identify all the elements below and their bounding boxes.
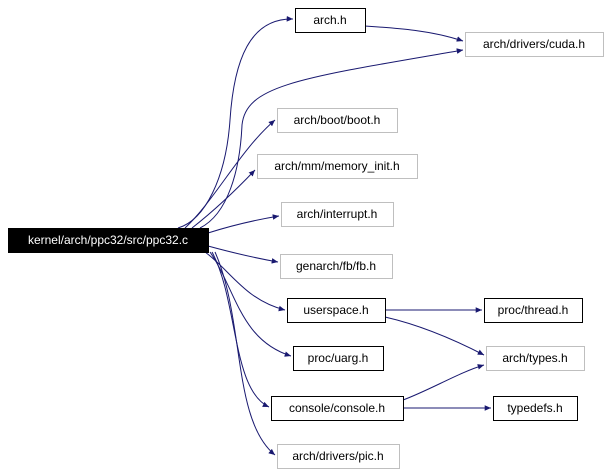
edge-root-to-arch-drivers-pic-h — [214, 251, 276, 456]
node-box-arch-drivers-pic-h — [277, 444, 400, 469]
node-console-console-h[interactable]: console/console.h — [271, 396, 404, 421]
node-label-arch-mm-memory-init-h: arch/mm/memory_init.h — [274, 159, 399, 173]
edge-root-to-arch-h — [177, 16, 294, 229]
node-box-genarch-fb-fb-h — [280, 254, 393, 279]
node-box-userspace-h — [287, 298, 386, 323]
node-box-root — [8, 228, 209, 253]
node-box-proc-uarg-h — [293, 346, 384, 371]
node-arch-boot-boot-h[interactable]: arch/boot/boot.h — [277, 108, 398, 133]
edge-root-to-arch-boot-boot-h — [184, 119, 276, 229]
node-label-proc-thread-h: proc/thread.h — [498, 303, 569, 317]
node-arch-interrupt-h[interactable]: arch/interrupt.h — [281, 202, 394, 227]
node-label-root: kernel/arch/ppc32/src/ppc32.c — [28, 233, 188, 247]
node-root: kernel/arch/ppc32/src/ppc32.c — [8, 228, 209, 253]
node-box-arch-h — [295, 8, 366, 33]
node-arch-drivers-cuda-h[interactable]: arch/drivers/cuda.h — [465, 32, 604, 57]
edge-root-to-userspace-h — [204, 251, 286, 312]
node-proc-thread-h[interactable]: proc/thread.h — [484, 298, 583, 323]
node-label-userspace-h: userspace.h — [303, 303, 368, 317]
edge-userspace-h-to-arch-types-h — [384, 316, 485, 356]
node-box-arch-interrupt-h — [281, 202, 394, 227]
node-label-arch-boot-boot-h: arch/boot/boot.h — [294, 113, 381, 127]
edge-root-to-arch-mm-memory-init-h — [191, 169, 256, 229]
node-arch-mm-memory-init-h[interactable]: arch/mm/memory_init.h — [257, 154, 418, 179]
node-box-typedefs-h — [493, 396, 578, 421]
edge-root-to-arch-interrupt-h — [207, 214, 280, 234]
node-label-console-console-h: console/console.h — [289, 401, 385, 415]
node-label-genarch-fb-fb-h: genarch/fb/fb.h — [296, 259, 376, 273]
node-arch-types-h[interactable]: arch/types.h — [486, 346, 585, 371]
node-genarch-fb-fb-h[interactable]: genarch/fb/fb.h — [280, 254, 393, 279]
node-proc-uarg-h[interactable]: proc/uarg.h — [293, 346, 384, 371]
node-box-arch-mm-memory-init-h — [257, 154, 418, 179]
node-box-proc-thread-h — [484, 298, 583, 323]
node-label-arch-drivers-cuda-h: arch/drivers/cuda.h — [483, 37, 585, 51]
node-box-arch-types-h — [486, 346, 585, 371]
node-label-arch-drivers-pic-h: arch/drivers/pic.h — [292, 449, 383, 463]
edge-root-to-console-console-h — [211, 251, 270, 408]
node-arch-drivers-pic-h[interactable]: arch/drivers/pic.h — [277, 444, 400, 469]
node-label-arch-h: arch.h — [313, 13, 346, 27]
node-arch-h[interactable]: arch.h — [295, 8, 366, 33]
node-label-arch-interrupt-h: arch/interrupt.h — [297, 207, 378, 221]
edge-layer — [177, 16, 491, 456]
node-label-arch-types-h: arch/types.h — [502, 351, 567, 365]
node-label-proc-uarg-h: proc/uarg.h — [308, 351, 369, 365]
node-box-arch-drivers-cuda-h — [465, 32, 604, 57]
node-box-arch-boot-boot-h — [277, 108, 398, 133]
edge-root-to-arch-drivers-cuda-h — [199, 48, 464, 229]
edge-console-console-h-to-arch-types-h — [402, 364, 485, 401]
node-box-console-console-h — [271, 396, 404, 421]
node-label-typedefs-h: typedefs.h — [507, 401, 562, 415]
edge-arch-h-to-arch-drivers-cuda-h — [364, 25, 464, 42]
node-typedefs-h[interactable]: typedefs.h — [493, 396, 578, 421]
edge-root-to-genarch-fb-fb-h — [207, 245, 279, 264]
node-layer: kernel/arch/ppc32/src/ppc32.c arch.h arch/… — [8, 8, 604, 469]
node-userspace-h[interactable]: userspace.h — [287, 298, 386, 323]
